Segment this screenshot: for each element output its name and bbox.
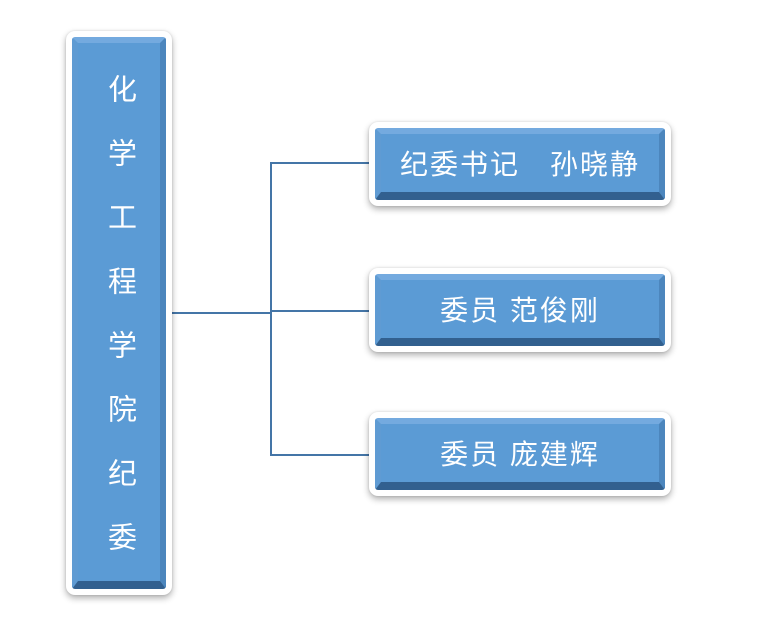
member-node-secretary-shape: 纪委书记 孙晓静 bbox=[375, 128, 665, 200]
member-node-fanjungang[interactable]: 委员 范俊刚 bbox=[369, 268, 671, 352]
member-node-fanjungang-label: 委员 范俊刚 bbox=[440, 295, 600, 326]
member-node-pangjianhui[interactable]: 委员 庞建辉 bbox=[369, 412, 671, 496]
member-node-pangjianhui-label: 委员 庞建辉 bbox=[440, 439, 600, 470]
member-node-fanjungang-shape: 委员 范俊刚 bbox=[375, 274, 665, 346]
member-node-pangjianhui-shape: 委员 庞建辉 bbox=[375, 418, 665, 490]
root-node-label: 化学工程学院纪委 bbox=[103, 73, 136, 586]
root-node-shape: 化学工程学院纪委 bbox=[72, 37, 166, 589]
root-node[interactable]: 化学工程学院纪委 bbox=[66, 31, 172, 595]
member-node-secretary-label: 纪委书记 孙晓静 bbox=[399, 149, 640, 180]
member-node-secretary[interactable]: 纪委书记 孙晓静 bbox=[369, 122, 671, 206]
